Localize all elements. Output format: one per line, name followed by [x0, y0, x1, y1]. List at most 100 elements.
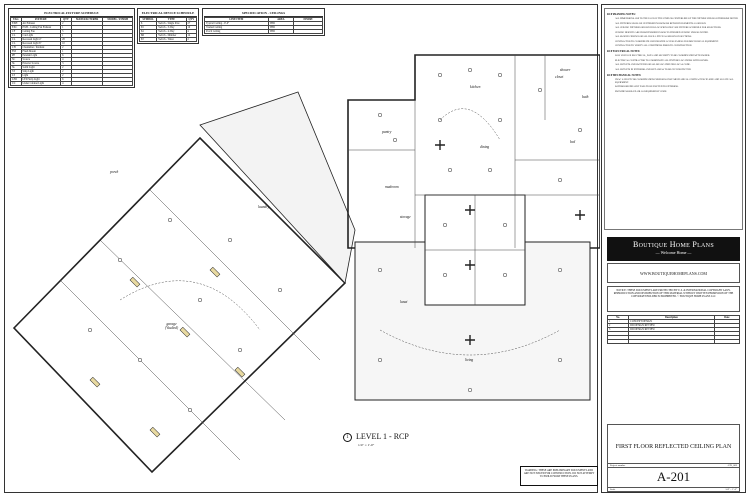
sheet-title: FIRST FLOOR REFLECTED CEILING PLAN [615, 444, 732, 450]
room-name: laundry [258, 205, 270, 209]
strip-light-icon [179, 326, 191, 338]
sheet-info: FIRST FLOOR REFLECTED CEILING PLAN Proje… [607, 424, 740, 492]
table-cell: Under Cabinet Light [20, 81, 62, 86]
room-label: garage(Vaulted) [165, 322, 178, 330]
room-label: laundry [258, 205, 269, 209]
project-number: GTJ_002 [727, 464, 737, 467]
note-item: BATHROOM EXHAUST FANS TO BE DUCTED TO EX… [615, 86, 679, 88]
note-item: CEILING HEIGHTS ARE FROM FINISHED FLOOR … [615, 31, 709, 34]
room-name: bed [570, 140, 576, 144]
scale-label: Scale [610, 488, 616, 491]
room-name: storage [400, 215, 411, 219]
room-label: bath [582, 95, 588, 99]
strip-light-icon [89, 376, 101, 388]
room-label: closet [555, 75, 563, 79]
recessed-light-icon [557, 177, 563, 183]
recessed-light-icon [377, 357, 383, 363]
recessed-light-icon [442, 222, 448, 228]
note-item: HVAC LAYOUT FOR COORDINATION PURPOSES ON… [615, 78, 734, 84]
note-item: ALL SLOPED CEILINGS SHALL HAVE A PITCH A… [615, 36, 692, 38]
floor-plan [12, 54, 600, 474]
note-item: ELECTRICAL CONTRACTOR TO COORDINATE ALL … [615, 59, 709, 62]
project-number-label: Project number [610, 464, 626, 467]
notes-heading: RCP ELECTRICAL NOTES: [607, 50, 641, 53]
recessed-light-icon [437, 72, 443, 78]
room-label: storage [400, 215, 411, 219]
recessed-light-icon [537, 87, 543, 93]
table-row [606, 339, 741, 344]
note-item: CONTRACTOR TO COORDINATE AND PROVIDE ACC… [615, 40, 719, 43]
table-cell: $T [138, 37, 158, 42]
sheet-number: A-201 [656, 469, 691, 484]
strip-light-icon [234, 366, 246, 378]
room-label: mudroom [385, 185, 399, 189]
recessed-light-icon [447, 167, 453, 173]
ceiling-fan-icon [465, 335, 475, 345]
table-cell [628, 339, 715, 344]
room-label: living [465, 358, 473, 362]
room-label: shower [560, 68, 570, 72]
plan-scale: 1/4" = 1'-0" [358, 443, 375, 447]
ceiling-fan-icon [435, 140, 445, 150]
recessed-light-icon [557, 357, 563, 363]
title-block [601, 4, 746, 493]
website-url[interactable]: WWW.BOUTIQUEHOMEPLANS.COM [607, 263, 740, 283]
strip-light-icon [209, 266, 221, 278]
room-name: porch [110, 170, 119, 174]
room-name: shower [560, 68, 571, 72]
porch-wedge [199, 91, 356, 284]
note-item: ALL CEILING FIXTURES SHOWN FOR LOCATION … [615, 27, 722, 29]
notes-heading: RCP FRAMING NOTES: [607, 13, 636, 16]
room-name: mudroom [385, 185, 399, 189]
table-cell: 2 [185, 37, 198, 42]
note-item: ALL FIXTURES SHALL BE CENTERED IN ROOM O… [615, 22, 707, 25]
room-name: bath [582, 95, 589, 99]
table-cell [713, 339, 741, 344]
recessed-light-icon [377, 112, 383, 118]
recessed-light-icon [497, 117, 503, 123]
note-item: PROVIDE MAKE-UP AIR AS REQUIRED BY CODE. [615, 90, 667, 93]
preliminary-warning: WARNING: THESE ARE PRELIMINARY DOCUMENTS… [520, 466, 598, 486]
room-name: lanai [400, 300, 408, 304]
plan-reference-circle: 1 [343, 433, 352, 442]
recessed-light-icon [137, 357, 143, 363]
plan-title: LEVEL 1 - RCP [356, 432, 409, 441]
room-name: closet [555, 75, 564, 79]
recessed-light-icon [377, 267, 383, 273]
room-label: porch [110, 170, 118, 174]
recessed-light-icon [87, 327, 93, 333]
room-ceiling-note: (Vaulted) [165, 326, 179, 330]
strip-light-icon [149, 426, 161, 438]
recessed-light-icon [117, 257, 123, 263]
note-item: ALL OUTLETS AND SWITCHES SHALL BE LOCATE… [615, 64, 691, 66]
room-label: dining [480, 145, 489, 149]
note-item: LOW VOLTAGE ELECTRICAL, DATA AND SECURIT… [615, 55, 710, 57]
room-label: bed [570, 140, 575, 144]
brand-logo: Boutique Home Plans — Welcome Home — [607, 237, 740, 261]
room-name: dining [480, 145, 490, 149]
recessed-light-icon [167, 217, 173, 223]
table-cell [102, 81, 133, 86]
table-cell: TBD [267, 29, 294, 34]
notes-heading: RCP MECHANICAL NOTES: [607, 73, 642, 77]
recessed-light-icon [392, 137, 398, 143]
ceiling-fan-icon [465, 260, 475, 270]
recessed-light-icon [197, 297, 203, 303]
room-label: kitchen [470, 85, 480, 89]
table-cell [70, 81, 104, 86]
recessed-light-icon [227, 237, 233, 243]
room-name: living [465, 358, 474, 362]
room-label: pantry [382, 130, 391, 134]
copyright-notice: NOTICE: THESE DOCUMENTS ARE PROTECTED BY… [607, 286, 740, 312]
recessed-light-icon [497, 72, 503, 78]
note-item: ALL OUTLETS IN EXTERIOR AND WET AREAS TO… [615, 68, 692, 71]
